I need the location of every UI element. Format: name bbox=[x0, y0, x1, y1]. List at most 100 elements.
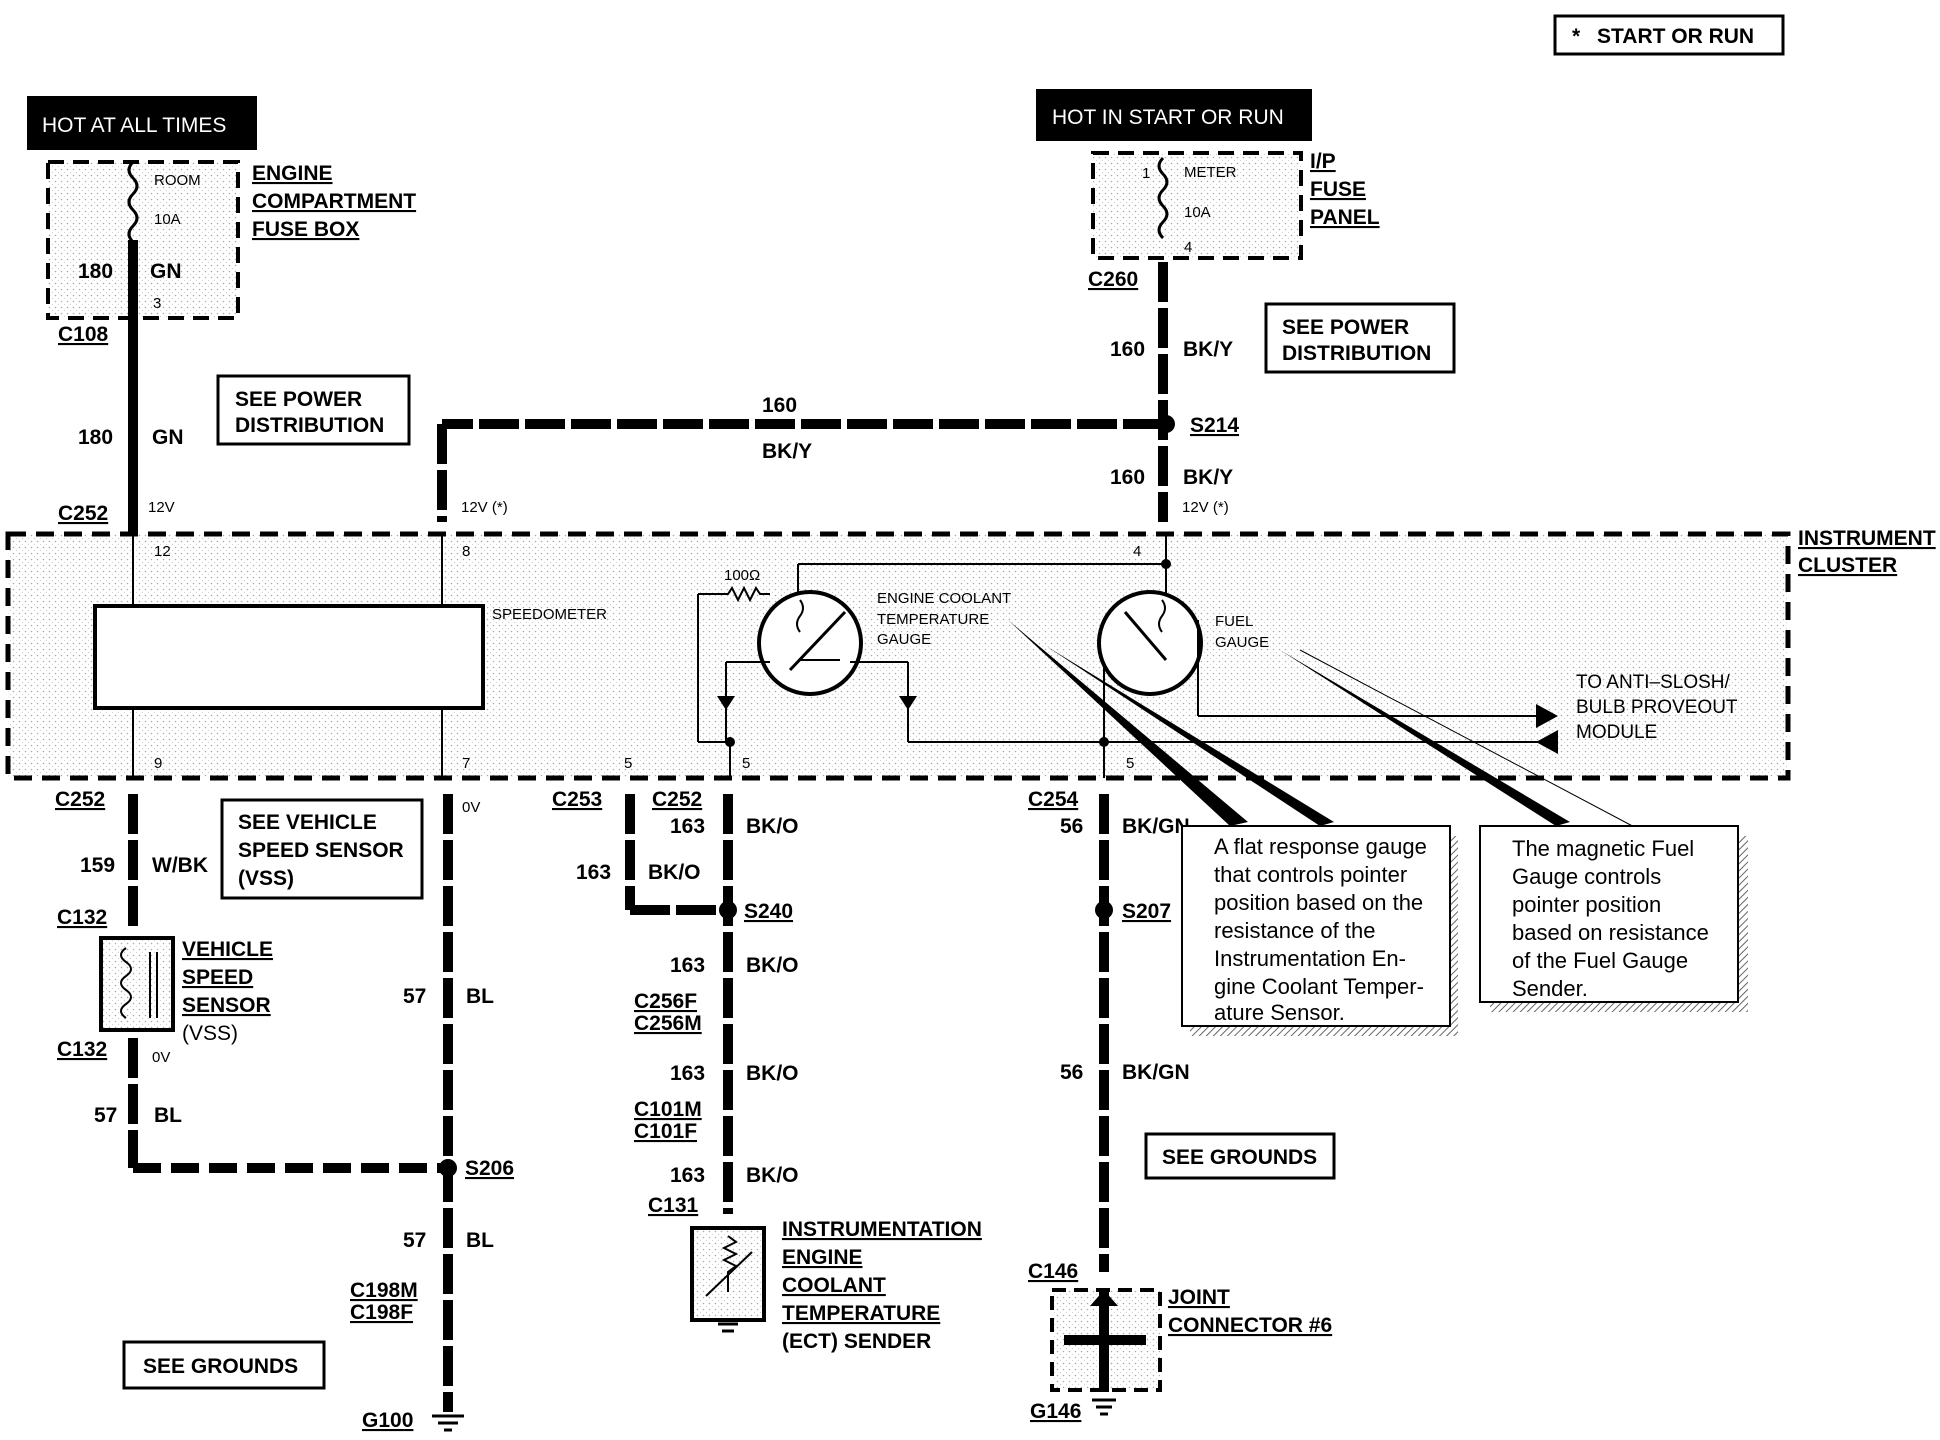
svg-text:BK/O: BK/O bbox=[746, 1164, 799, 1187]
svg-text:57: 57 bbox=[403, 1229, 426, 1252]
splice-s214: S214 bbox=[1157, 414, 1239, 437]
svg-text:57: 57 bbox=[403, 985, 426, 1008]
coil-icon bbox=[120, 947, 132, 1019]
connector-c131: C131 bbox=[648, 1194, 699, 1217]
svg-text:GN: GN bbox=[152, 426, 184, 449]
svg-text:gine Coolant Temper-: gine Coolant Temper- bbox=[1214, 974, 1424, 999]
svg-text:12: 12 bbox=[154, 543, 171, 560]
ect-gauge-icon bbox=[757, 590, 863, 696]
wire-56-bkgn: 56 BK/GN 56 BK/GN bbox=[1060, 794, 1190, 1272]
connector-c254: C254 bbox=[1028, 788, 1079, 811]
svg-text:HOT AT ALL TIMES: HOT AT ALL TIMES bbox=[42, 114, 226, 137]
svg-text:57: 57 bbox=[94, 1104, 117, 1127]
ect-sender: INSTRUMENTATION ENGINE COOLANT TEMPERATU… bbox=[690, 1218, 982, 1353]
callout-fuel: The magnetic Fuel Gauge controls pointer… bbox=[1479, 825, 1748, 1012]
svg-text:DISTRIBUTION: DISTRIBUTION bbox=[235, 414, 384, 437]
svg-text:S214: S214 bbox=[1190, 414, 1239, 437]
svg-text:159: 159 bbox=[80, 854, 115, 877]
svg-text:GN: GN bbox=[150, 260, 182, 283]
connector-c132-top: C132 bbox=[57, 906, 107, 929]
connector-c253: C253 bbox=[552, 788, 602, 811]
connector-c198m: C198M bbox=[350, 1279, 418, 1302]
svg-text:START OR RUN: START OR RUN bbox=[1597, 25, 1754, 48]
svg-text:TEMPERATURE: TEMPERATURE bbox=[782, 1302, 940, 1325]
svg-text:FUSE: FUSE bbox=[1310, 178, 1366, 201]
connector-c252-mid: C252 bbox=[652, 788, 702, 811]
svg-text:10A: 10A bbox=[154, 211, 181, 228]
joint-connector-6: JOINT CONNECTOR #6 bbox=[1050, 1286, 1332, 1392]
voltage-0v-2: 0V bbox=[152, 1049, 170, 1066]
svg-text:SEE POWER: SEE POWER bbox=[235, 388, 362, 411]
wire-57-bl: 57 BL 57 BL 57 BL bbox=[94, 794, 494, 1412]
diode-icon-1 bbox=[717, 696, 735, 710]
svg-text:CLUSTER: CLUSTER bbox=[1798, 554, 1897, 577]
svg-text:163: 163 bbox=[670, 954, 705, 977]
svg-text:ENGINE COOLANT: ENGINE COOLANT bbox=[877, 590, 1011, 607]
svg-text:The magnetic Fuel: The magnetic Fuel bbox=[1512, 836, 1694, 861]
see-power-distribution-box-2: SEE POWER DISTRIBUTION bbox=[1264, 302, 1456, 374]
svg-text:pointer position: pointer position bbox=[1512, 892, 1661, 917]
ground-g146: G146 bbox=[1030, 1400, 1081, 1423]
svg-text:GAUGE: GAUGE bbox=[1215, 634, 1269, 651]
svg-text:3: 3 bbox=[153, 295, 161, 312]
svg-text:COOLANT: COOLANT bbox=[782, 1274, 886, 1297]
svg-text:(VSS): (VSS) bbox=[182, 1022, 238, 1045]
svg-text:160: 160 bbox=[1110, 338, 1145, 361]
svg-text:163: 163 bbox=[576, 861, 611, 884]
svg-text:BL: BL bbox=[466, 1229, 494, 1252]
connector-c146: C146 bbox=[1028, 1260, 1078, 1283]
ip-fuse-panel: 1 METER 10A 4 I/P FUSE PANEL bbox=[1091, 150, 1380, 260]
svg-text:resistance of the: resistance of the bbox=[1214, 918, 1375, 943]
svg-text:SEE VEHICLE: SEE VEHICLE bbox=[238, 811, 377, 834]
svg-text:56: 56 bbox=[1060, 1061, 1083, 1084]
callout-pointers bbox=[1008, 620, 1641, 831]
svg-text:BK/O: BK/O bbox=[648, 861, 701, 884]
svg-text:BK/Y: BK/Y bbox=[762, 440, 812, 463]
see-power-distribution-box-1: SEE POWER DISTRIBUTION bbox=[216, 374, 411, 446]
fuse-room-icon bbox=[127, 160, 139, 244]
svg-text:BK/O: BK/O bbox=[746, 815, 799, 838]
svg-text:SPEEDOMETER: SPEEDOMETER bbox=[492, 606, 607, 623]
svg-text:4: 4 bbox=[1133, 543, 1141, 560]
svg-text:SEE GROUNDS: SEE GROUNDS bbox=[143, 1355, 298, 1378]
hot-in-start-or-run-label: HOT IN START OR RUN bbox=[1036, 89, 1312, 141]
voltage-12v-star-1: 12V (*) bbox=[461, 499, 508, 516]
svg-text:4: 4 bbox=[1184, 239, 1192, 256]
connector-c101m: C101M bbox=[634, 1098, 702, 1121]
svg-text:DISTRIBUTION: DISTRIBUTION bbox=[1282, 342, 1431, 365]
hot-at-all-times-label: HOT AT ALL TIMES bbox=[27, 96, 257, 150]
svg-text:100Ω: 100Ω bbox=[724, 567, 760, 584]
connector-c260: C260 bbox=[1088, 268, 1138, 291]
svg-text:GAUGE: GAUGE bbox=[877, 631, 931, 648]
thermistor-icon bbox=[721, 1235, 739, 1292]
wire-160-bky: 160 BK/Y 160 BK/Y 160 BK/Y bbox=[437, 262, 1233, 522]
svg-text:Instrumentation En-: Instrumentation En- bbox=[1214, 946, 1406, 971]
svg-text:BK/GN: BK/GN bbox=[1122, 815, 1190, 838]
svg-text:56: 56 bbox=[1060, 815, 1083, 838]
fuse-meter-icon bbox=[1157, 156, 1169, 240]
svg-text:ENGINE: ENGINE bbox=[782, 1246, 863, 1269]
svg-text:HOT IN START OR RUN: HOT IN START OR RUN bbox=[1052, 106, 1284, 129]
svg-text:I/P: I/P bbox=[1310, 150, 1336, 173]
wire-180-gn: 180 GN bbox=[78, 240, 184, 540]
svg-text:position based on the: position based on the bbox=[1214, 890, 1423, 915]
voltage-12v: 12V bbox=[148, 499, 175, 516]
splice-s206: S206 bbox=[439, 1157, 514, 1180]
instrument-cluster: INSTRUMENT CLUSTER 12 8 4 SPEEDOMETER 9 … bbox=[5, 527, 1936, 781]
svg-text:S207: S207 bbox=[1122, 900, 1171, 923]
voltage-0v: 0V bbox=[462, 799, 480, 816]
svg-text:CONNECTOR #6: CONNECTOR #6 bbox=[1168, 1314, 1332, 1337]
svg-text:COMPARTMENT: COMPARTMENT bbox=[252, 190, 416, 213]
svg-text:8: 8 bbox=[462, 543, 470, 560]
svg-text:7: 7 bbox=[462, 755, 470, 772]
svg-text:ROOM: ROOM bbox=[154, 172, 201, 189]
svg-text:BULB PROVEOUT: BULB PROVEOUT bbox=[1576, 697, 1738, 718]
svg-text:BK/O: BK/O bbox=[746, 954, 799, 977]
connector-c256m: C256M bbox=[634, 1012, 702, 1035]
svg-text:FUSE BOX: FUSE BOX bbox=[252, 218, 359, 241]
svg-text:160: 160 bbox=[1110, 466, 1145, 489]
wire-163-bko: 163 BK/O 163 BK/O 163 BK/O 163 BK/O 163 … bbox=[576, 794, 799, 1214]
svg-text:BL: BL bbox=[466, 985, 494, 1008]
svg-text:SPEED SENSOR: SPEED SENSOR bbox=[238, 839, 404, 862]
